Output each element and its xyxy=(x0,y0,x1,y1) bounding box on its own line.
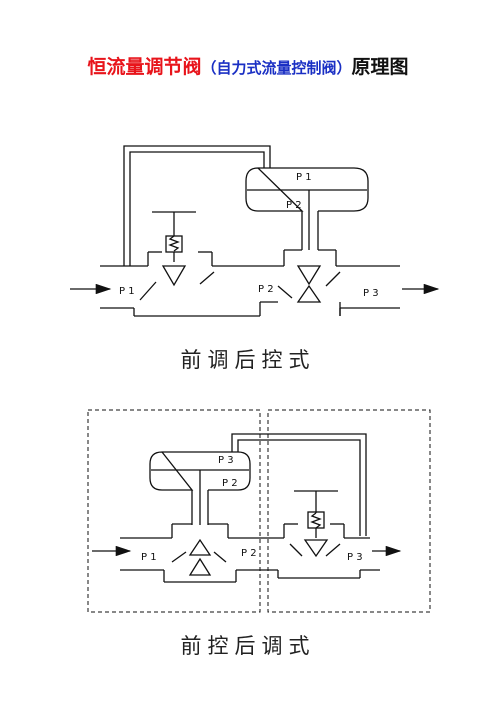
regulator-unit-box xyxy=(267,409,431,613)
title-paren-open: （ xyxy=(201,59,217,77)
label-p1-inlet: P 1 xyxy=(119,286,135,297)
title-sub: 自力式流量控制阀 xyxy=(216,59,337,77)
label-p1-inlet-2: P 1 xyxy=(141,552,157,563)
page-title: 恒流量调节阀（自力式流量控制阀）原理图 xyxy=(0,52,496,79)
label-p1-dome: P 1 xyxy=(296,172,312,183)
control-valve-1 xyxy=(245,167,369,303)
label-p3-outlet-2: P 3 xyxy=(347,552,363,563)
diagram-1: P 1 P 2 P 1 P 2 P 3 xyxy=(70,145,440,317)
pipe-body xyxy=(100,249,400,317)
regulating-valve-2 xyxy=(294,490,338,558)
label-p2-dome-2: P 2 xyxy=(222,478,238,489)
impulse-tube xyxy=(123,145,271,266)
caption-diagram-1: 前调后控式 xyxy=(180,348,316,372)
label-p3-dome: P 3 xyxy=(218,455,234,466)
title-paren-close: ） xyxy=(336,59,352,77)
diagram-2: P 3 P 2 P 1 P 2 P 3 xyxy=(87,409,431,613)
label-p2-dome: P 2 xyxy=(286,200,302,211)
regulating-valve-1 xyxy=(152,211,196,287)
caption-diagram-2: 前控后调式 xyxy=(180,634,316,658)
control-valve-2 xyxy=(149,451,251,576)
label-p2-mid: P 2 xyxy=(258,284,274,295)
impulse-tube-2 xyxy=(231,433,367,536)
title-suffix: 原理图 xyxy=(351,56,409,78)
label-p2-mid-2: P 2 xyxy=(241,548,257,559)
pipe-body-2 xyxy=(120,523,380,583)
control-unit-box xyxy=(87,409,261,613)
title-main: 恒流量调节阀 xyxy=(87,56,202,78)
label-p3-outlet: P 3 xyxy=(363,288,379,299)
